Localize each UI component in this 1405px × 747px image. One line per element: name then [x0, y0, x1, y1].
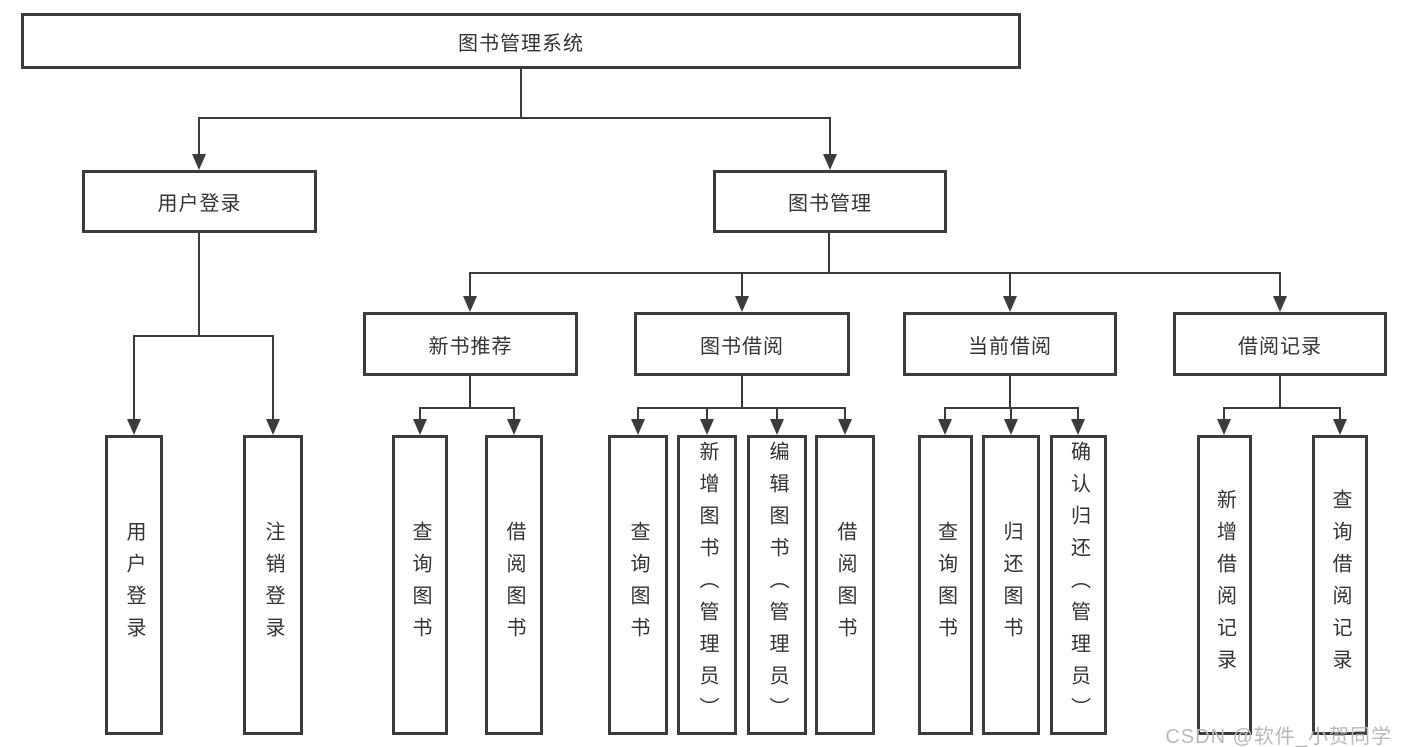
connector-drop-line: [513, 408, 515, 419]
node-new-book-recommend-label: 新书推荐: [428, 335, 513, 358]
arrow-down-icon: [192, 154, 206, 170]
connector-vline: [469, 376, 471, 409]
arrow-down-icon: [1217, 419, 1231, 435]
connector-drop-line: [272, 336, 274, 419]
connector-vline: [1279, 376, 1281, 409]
arrow-down-icon: [735, 296, 749, 312]
leaf-add-borrow-record: 新增借阅记录: [1197, 435, 1252, 735]
arrow-down-icon: [631, 419, 645, 435]
arrow-down-icon: [1004, 419, 1018, 435]
leaf-add-book-admin-label: 新增图书（管理员）: [696, 441, 718, 729]
node-book-borrow: 图书借阅: [634, 312, 850, 376]
leaf-query-borrow-record-label: 查询借阅记录: [1329, 489, 1351, 681]
connector-hline: [1223, 407, 1341, 409]
connector-drop-line: [1339, 408, 1341, 419]
connector-vline: [1009, 376, 1011, 409]
node-user-login-label: 用户登录: [157, 193, 242, 215]
arrow-down-icon: [507, 419, 521, 435]
leaf-add-borrow-record-label: 新增借阅记录: [1213, 489, 1236, 681]
leaf-confirm-return-admin-label: 确认归还（管理员）: [1067, 441, 1090, 729]
arrow-down-icon: [823, 154, 837, 170]
arrow-down-icon: [266, 419, 280, 435]
connector-drop-line: [1223, 408, 1225, 419]
connector-drop-line: [1279, 273, 1281, 296]
node-root: 图书管理系统: [21, 13, 1021, 69]
arrow-down-icon: [463, 296, 477, 312]
leaf-add-book-admin: 新增图书（管理员）: [677, 435, 737, 735]
arrow-down-icon: [700, 419, 714, 435]
connector-drop-line: [1010, 408, 1012, 419]
leaf-borrow-books-borrow: 借阅图书: [815, 435, 875, 735]
arrow-down-icon: [938, 419, 952, 435]
leaf-logout-label: 注销登录: [262, 521, 284, 649]
leaf-user-login-label: 用户登录: [123, 521, 145, 649]
leaf-query-books-current-label: 查询图书: [934, 521, 957, 649]
connector-drop-line: [419, 408, 421, 419]
connector-drop-line: [741, 273, 743, 296]
connector-hline: [419, 407, 515, 409]
connector-drop-line: [133, 336, 135, 419]
node-new-book-recommend: 新书推荐: [363, 312, 578, 376]
connector-drop-line: [198, 118, 200, 154]
connector-drop-line: [1009, 273, 1011, 296]
arrow-down-icon: [1003, 296, 1017, 312]
leaf-borrow-books-borrow-label: 借阅图书: [834, 521, 856, 649]
node-current-borrow: 当前借阅: [903, 312, 1117, 376]
leaf-edit-book-admin-label: 编辑图书（管理员）: [766, 441, 788, 729]
leaf-borrow-books-recommend: 借阅图书: [485, 435, 543, 735]
connector-drop-line: [1077, 408, 1079, 419]
leaf-logout: 注销登录: [243, 435, 303, 735]
leaf-query-books-borrow-label: 查询图书: [627, 521, 649, 649]
connector-vline: [520, 69, 522, 119]
connector-hline: [133, 335, 274, 337]
arrow-down-icon: [127, 419, 141, 435]
node-user-login: 用户登录: [82, 170, 317, 233]
connector-vline: [198, 233, 200, 337]
connector-drop-line: [776, 408, 778, 419]
connector-hline: [469, 272, 1281, 274]
connector-hline: [198, 117, 831, 119]
arrow-down-icon: [1333, 419, 1347, 435]
node-borrow-records: 借阅记录: [1173, 312, 1387, 376]
node-borrow-records-label: 借阅记录: [1238, 335, 1322, 358]
node-book-management-label: 图书管理: [788, 193, 872, 215]
arrow-down-icon: [1273, 296, 1287, 312]
leaf-query-books-current: 查询图书: [918, 435, 973, 735]
arrow-down-icon: [413, 419, 427, 435]
leaf-confirm-return-admin: 确认归还（管理员）: [1050, 435, 1107, 735]
csdn-watermark: CSDN @软件_小贺同学: [1165, 726, 1392, 747]
leaf-query-borrow-record: 查询借阅记录: [1312, 435, 1368, 735]
connector-drop-line: [844, 408, 846, 419]
connector-drop-line: [637, 408, 639, 419]
leaf-return-books-label: 归还图书: [1000, 521, 1022, 649]
leaf-edit-book-admin: 编辑图书（管理员）: [747, 435, 807, 735]
leaf-return-books: 归还图书: [982, 435, 1040, 735]
node-root-label: 图书管理系统: [458, 32, 584, 55]
connector-vline: [828, 233, 830, 274]
node-book-management: 图书管理: [713, 170, 947, 233]
node-current-borrow-label: 当前借阅: [968, 335, 1052, 358]
leaf-user-login: 用户登录: [105, 435, 163, 735]
connector-vline: [741, 376, 743, 409]
arrow-down-icon: [770, 419, 784, 435]
connector-drop-line: [706, 408, 708, 419]
connector-hline: [637, 407, 846, 409]
connector-drop-line: [944, 408, 946, 419]
leaf-query-books-recommend: 查询图书: [392, 435, 448, 735]
leaf-query-books-recommend-label: 查询图书: [409, 521, 431, 649]
node-book-borrow-label: 图书借阅: [700, 335, 784, 358]
arrow-down-icon: [1071, 419, 1085, 435]
arrow-down-icon: [838, 419, 852, 435]
leaf-query-books-borrow: 查询图书: [608, 435, 668, 735]
connector-drop-line: [829, 118, 831, 154]
connector-drop-line: [469, 273, 471, 296]
leaf-borrow-books-recommend-label: 借阅图书: [503, 521, 525, 649]
